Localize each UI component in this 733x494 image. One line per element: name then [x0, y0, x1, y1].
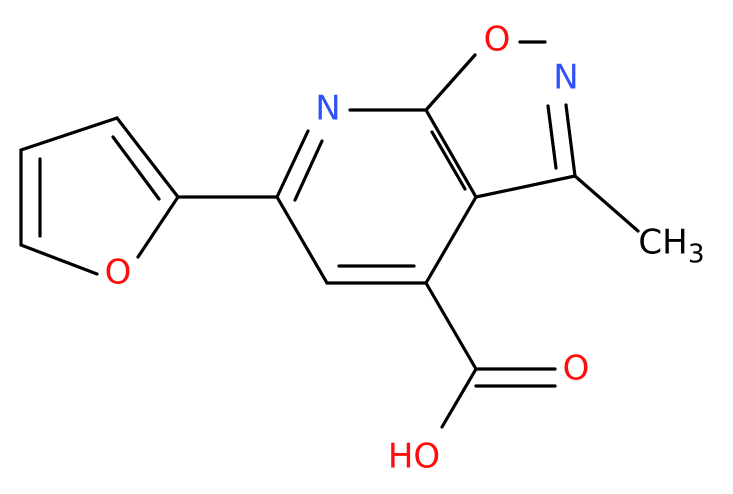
bond-furan-c3-c4-double: [111, 135, 161, 201]
carbonyl-oxygen-label: O: [563, 349, 590, 389]
pyridine-nitrogen-label: N: [315, 89, 340, 129]
bond-furan-o-c2: [19, 243, 99, 276]
isoxazole-oxygen-label: O: [484, 20, 511, 60]
bond-methyl: [573, 174, 640, 233]
bond-pyr-c5-c6: [275, 195, 329, 285]
methyl-subscript-label: 3: [688, 240, 705, 270]
bond-pyr-c6-n-double: [293, 139, 324, 202]
bond-hydroxyl: [440, 367, 478, 429]
furan-oxygen-label: O: [105, 253, 132, 293]
bond-furan-c1-c3: [19, 116, 119, 152]
bond-iso-c7a-o: [424, 53, 477, 112]
bond-furan-c4-o: [136, 195, 180, 259]
bond-iso-n-c3: [564, 103, 577, 178]
hydroxyl-label: HO: [388, 437, 440, 477]
bond-pyr-c6-n: [275, 129, 310, 199]
bond-pyr-c7a-c3a: [424, 108, 478, 199]
isoxazole-nitrogen-label: N: [553, 58, 578, 98]
bond-iso-n-c3-double: [546, 104, 558, 170]
bond-pyr-c3a-c4: [424, 195, 478, 285]
bond-iso-c3-c3a: [474, 174, 577, 199]
atom-labels: O O N N CH 3 O HO: [105, 20, 705, 477]
bond-c4-carboxyl: [424, 281, 478, 371]
methyl-carbon-label: CH: [638, 223, 687, 263]
bond-furan-c3-c4: [115, 116, 180, 199]
bond-pyr-c7a-c3a-double: [430, 130, 467, 191]
bonds: [19, 40, 640, 429]
